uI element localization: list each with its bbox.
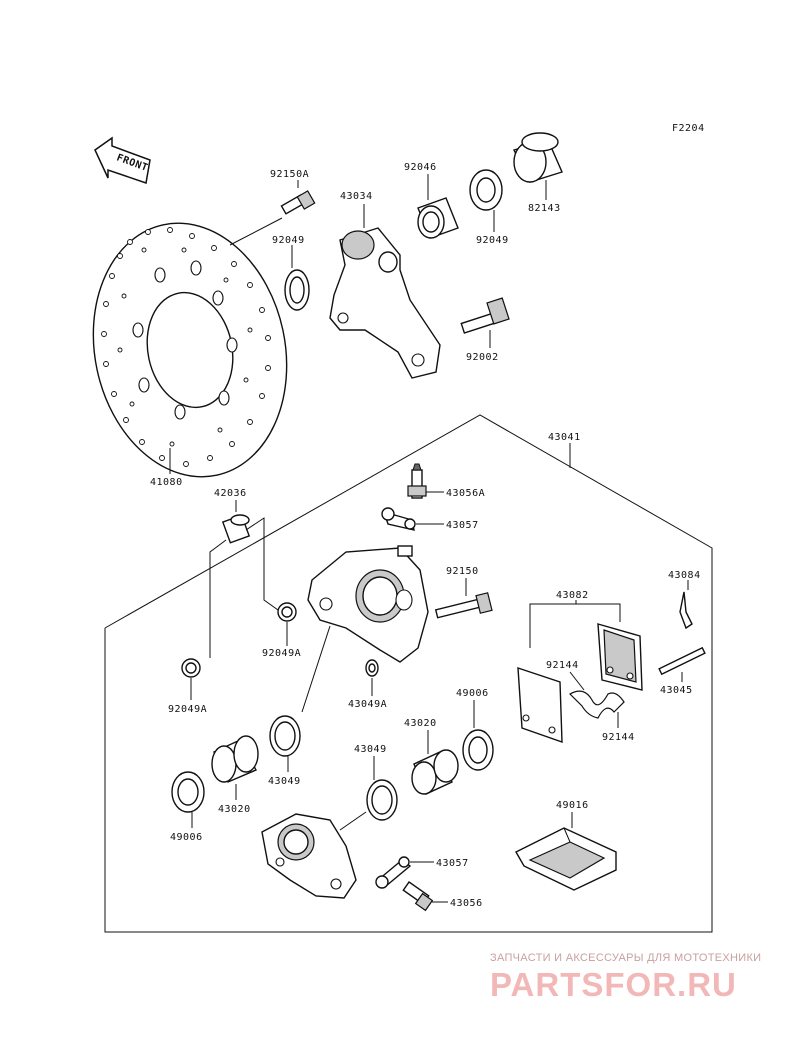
label-43056: 43056: [450, 898, 483, 909]
bolt-92150A: [280, 190, 316, 215]
pin-43045: [658, 646, 706, 676]
seal-49006-left: [171, 771, 205, 813]
sleeve-42036: [221, 514, 251, 544]
label-92150A: 92150A: [270, 169, 309, 180]
piston-43020-mid: [411, 749, 459, 795]
seal-43049-low: [366, 779, 398, 821]
seal-92049A-mid: [277, 602, 297, 622]
brake-disc-41080: [92, 222, 288, 478]
diagram-code: F2204: [672, 123, 705, 134]
front-arrow-icon: FRONT: [94, 136, 151, 184]
label-49006-mid: 49006: [456, 688, 489, 699]
seal-49006-mid: [462, 729, 494, 771]
seal-43049A: [365, 659, 379, 677]
assembly-frame-43041: [104, 414, 713, 933]
collar-82143: [512, 132, 563, 183]
label-43057-top: 43057: [446, 520, 479, 531]
cap-43057-top: [381, 507, 416, 531]
cap-43057-low: [375, 856, 412, 889]
label-92144-left: 92144: [546, 660, 579, 671]
label-92049A-left: 92049A: [168, 704, 207, 715]
label-43041: 43041: [548, 432, 581, 443]
bleeder-valve-43056A: [407, 463, 427, 499]
seal-92049A-left: [181, 658, 201, 678]
label-49016: 49016: [556, 800, 589, 811]
label-43049-low: 43049: [354, 744, 387, 755]
spring-92144: [569, 690, 625, 719]
label-49006-left: 49006: [170, 832, 203, 843]
label-92002: 92002: [466, 352, 499, 363]
bolt-92002: [460, 297, 510, 334]
bolt-92150: [434, 592, 493, 619]
label-43049-mid: 43049: [268, 776, 301, 787]
label-43084: 43084: [668, 570, 701, 581]
caliper-body-rear: [307, 545, 429, 663]
label-43049A: 43049A: [348, 699, 387, 710]
label-92049-top: 92049: [272, 235, 305, 246]
bleeder-valve-43056: [402, 881, 434, 912]
seal-92049-top: [284, 269, 310, 311]
pad-spring-49016: [515, 827, 617, 891]
clip-43084: [679, 591, 693, 630]
label-82143: 82143: [528, 203, 561, 214]
seal-43049-mid: [269, 715, 301, 757]
label-92046: 92046: [404, 162, 437, 173]
bearing-92046: [417, 197, 459, 239]
brake-pad-right: [597, 623, 643, 691]
caliper-bracket-43034: [329, 227, 441, 379]
label-43056A: 43056A: [446, 488, 485, 499]
brake-pad-left: [517, 667, 563, 743]
label-43057-low: 43057: [436, 858, 469, 869]
label-92049A-mid: 92049A: [262, 648, 301, 659]
label-92150: 92150: [446, 566, 479, 577]
label-43045: 43045: [660, 685, 693, 696]
watermark-tagline: ЗАПЧАСТИ И АКСЕССУАРЫ ДЛЯ МОТОТЕХНИКИ: [490, 952, 762, 964]
seal-92049-right: [469, 169, 503, 211]
label-92144-right: 92144: [602, 732, 635, 743]
label-43020-left: 43020: [218, 804, 251, 815]
label-43034: 43034: [340, 191, 373, 202]
caliper-body-front: [261, 813, 357, 899]
watermark-logo[interactable]: PARTSFOR.RU: [490, 966, 737, 1003]
label-41080: 41080: [150, 477, 183, 488]
label-42036: 42036: [214, 488, 247, 499]
label-43082: 43082: [556, 590, 589, 601]
label-92049-right: 92049: [476, 235, 509, 246]
label-43020-mid: 43020: [404, 718, 437, 729]
piston-43020-left: [211, 735, 259, 783]
